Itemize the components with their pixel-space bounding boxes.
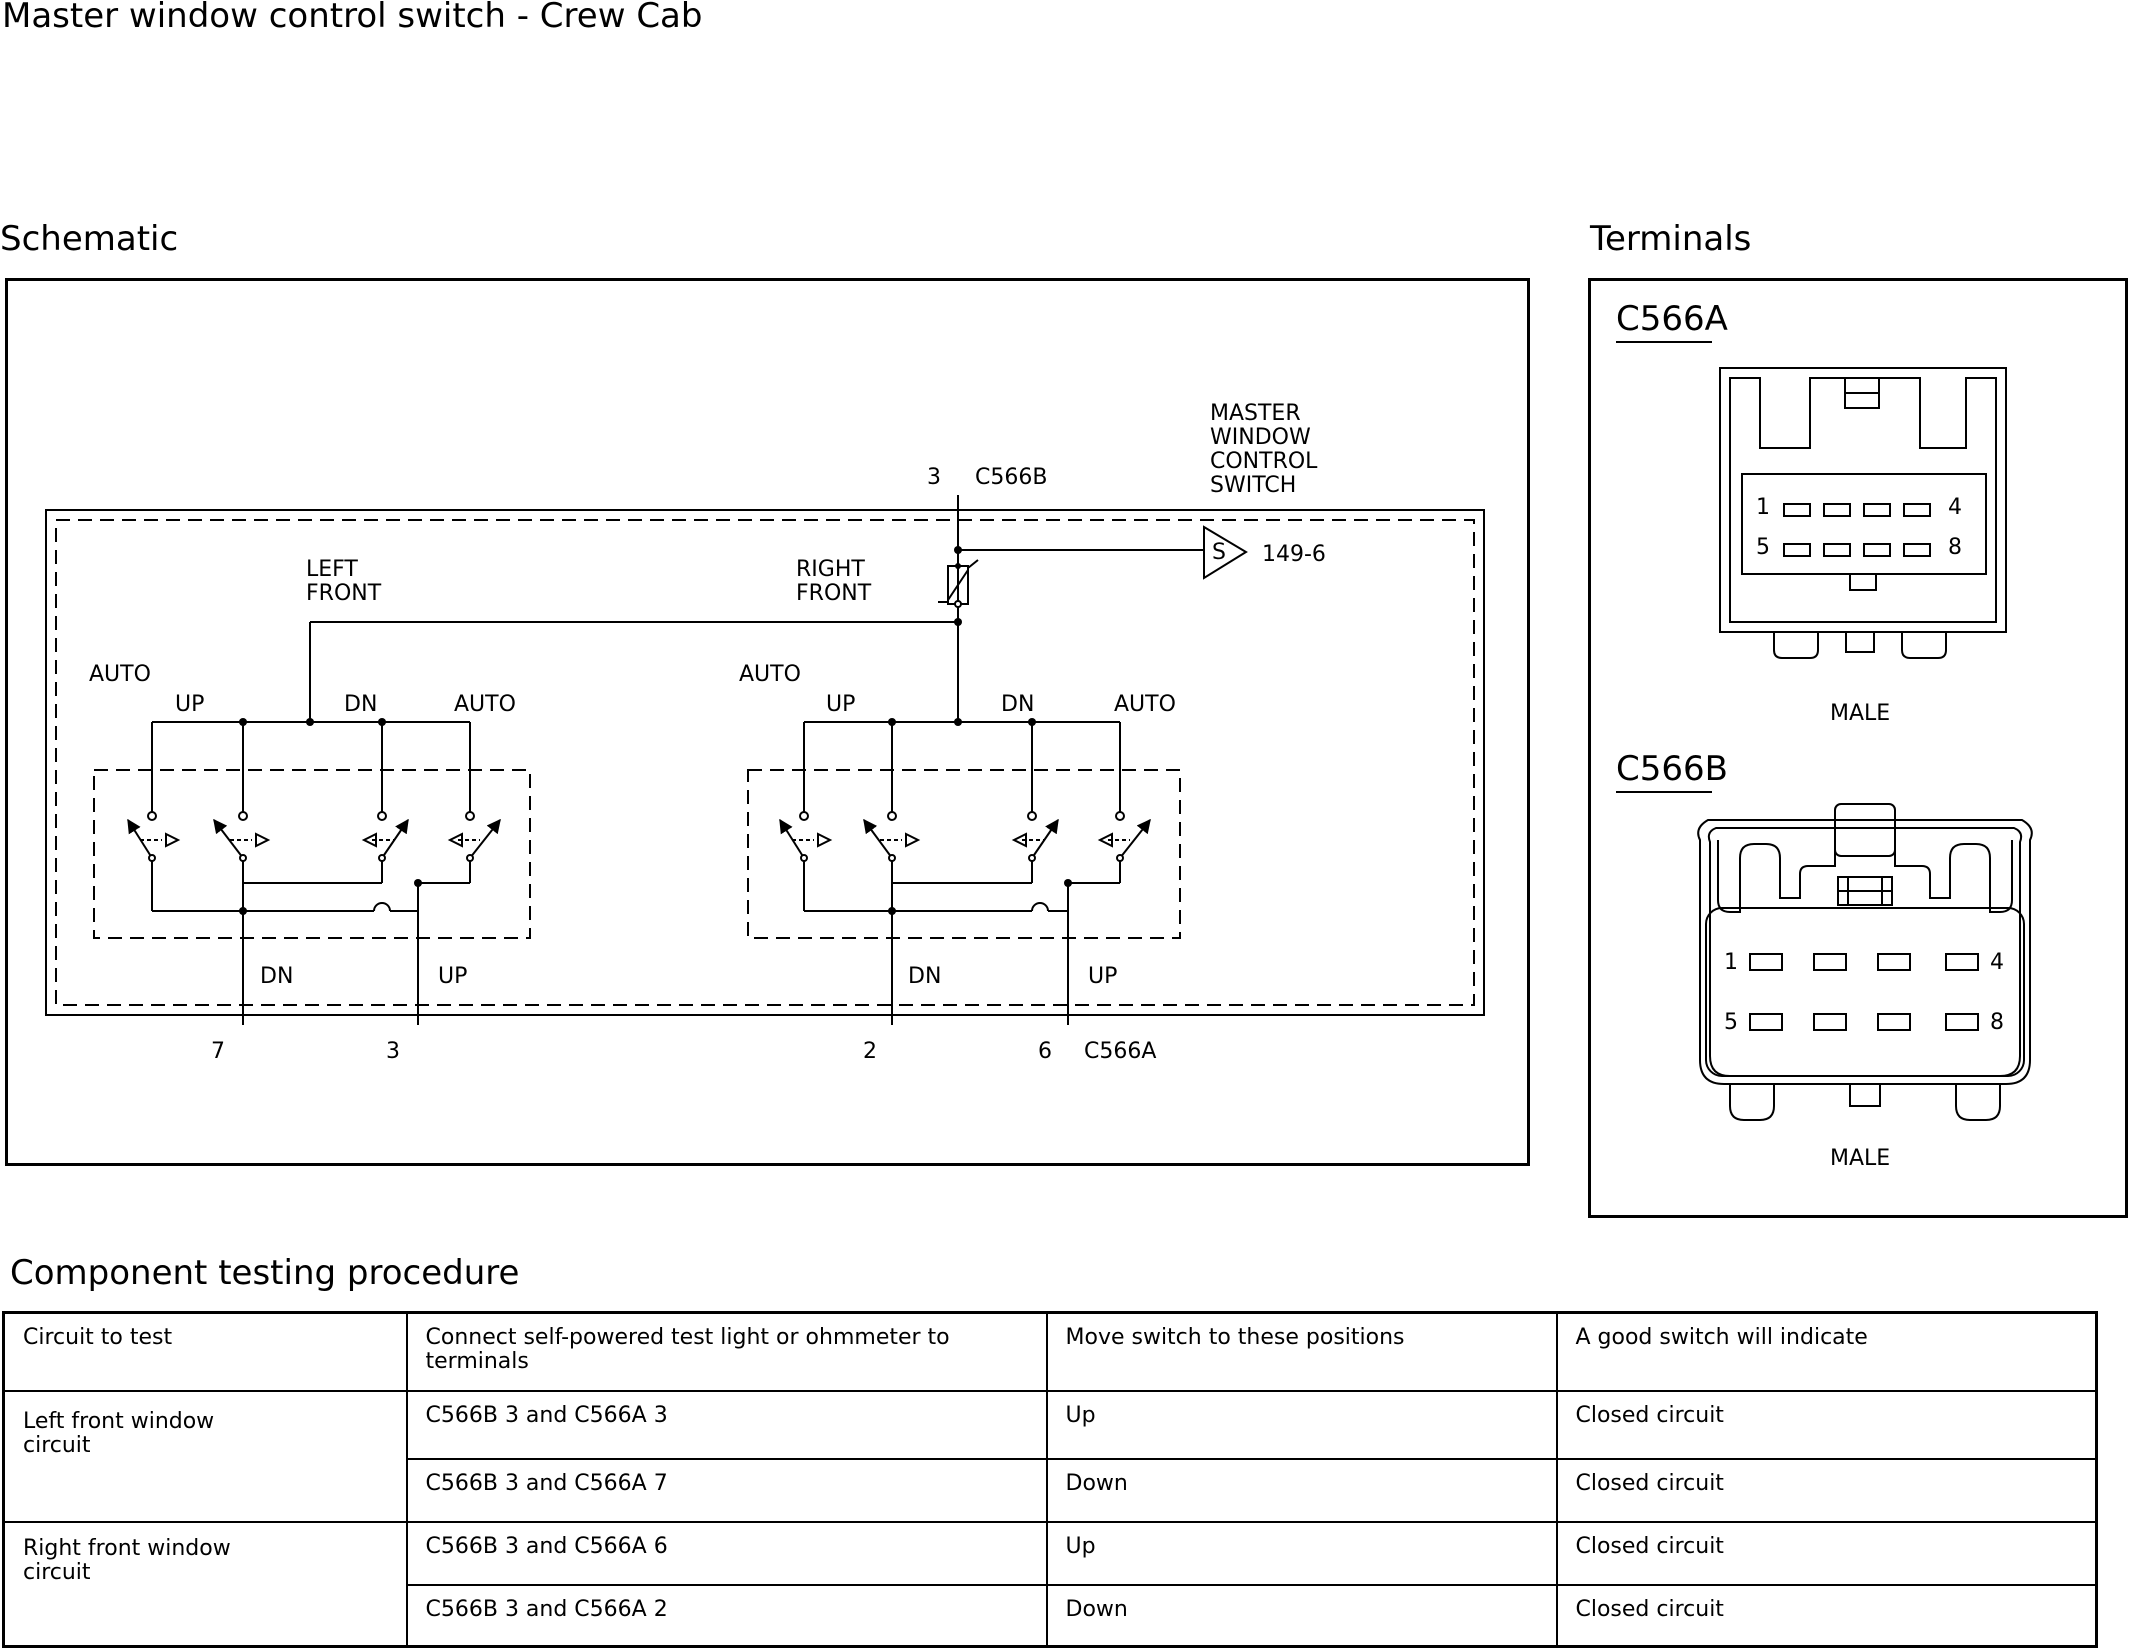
schematic-diagram: 3 C566B MASTER WINDOW CONTROL SWITCH S 1… xyxy=(45,401,1485,1064)
schematic-heading: Schematic xyxy=(0,219,179,259)
position-cell: Down xyxy=(1045,1457,1558,1523)
table-row: Right front window circuit C566B 3 and C… xyxy=(2,1520,2098,1648)
terminals-cell: C566B 3 and C566A 3 xyxy=(405,1389,1048,1460)
table-row: C566B 3 and C566A 2 Down Closed circuit xyxy=(4,1583,2098,1648)
terminals-cell: C566B 3 and C566A 2 xyxy=(405,1583,1048,1648)
c566a-pin-8: 8 xyxy=(1948,535,1962,560)
c566a-pin-1: 1 xyxy=(1756,495,1770,520)
left-up-out-label: UP xyxy=(438,964,467,989)
bottom-connector-label: C566A xyxy=(1084,1039,1156,1064)
right-front-label-2: FRONT xyxy=(796,581,872,606)
c566b-pin-1: 1 xyxy=(1724,950,1738,975)
left-switch-blades xyxy=(127,818,501,859)
result-cell: Closed circuit xyxy=(1555,1389,2098,1460)
right-up-label: UP xyxy=(826,692,855,717)
switch-label-line2: WINDOW xyxy=(1210,425,1311,450)
pin-6-label: 6 xyxy=(1038,1039,1052,1064)
left-auto-label: AUTO xyxy=(89,662,151,687)
pin-2-label: 2 xyxy=(863,1039,877,1064)
column-header: A good switch will indicate xyxy=(1555,1311,2098,1392)
result-cell: Closed circuit xyxy=(1555,1520,2098,1586)
c566b-pin-8: 8 xyxy=(1990,1010,2004,1035)
right-dn-out-label: DN xyxy=(908,964,941,989)
c566a-connector xyxy=(1719,367,2007,659)
right-dn-label: DN xyxy=(1001,692,1034,717)
terminals-cell: C566B 3 and C566A 7 xyxy=(405,1457,1048,1523)
left-auto-label-2: AUTO xyxy=(454,692,516,717)
c566b-gender: MALE xyxy=(1830,1146,1890,1171)
column-header: Move switch to these positions xyxy=(1045,1311,1558,1392)
switch-label-line4: SWITCH xyxy=(1210,473,1296,498)
left-dn-out-label: DN xyxy=(260,964,293,989)
pin-7-label: 7 xyxy=(211,1039,225,1064)
circuit-cell: Left front window circuit xyxy=(2,1389,408,1523)
terminals-cell: C566B 3 and C566A 6 xyxy=(405,1520,1048,1586)
switch-label-line1: MASTER xyxy=(1210,401,1301,426)
c566a-title: C566A xyxy=(1616,299,1728,339)
procedure-heading: Component testing procedure xyxy=(10,1253,520,1293)
c566b-pin-4: 4 xyxy=(1990,950,2004,975)
left-dn-label: DN xyxy=(344,692,377,717)
terminals-diagram: C566A 1 4 5 8 MALE C566B xyxy=(1616,299,2033,1171)
table-row: C566B 3 and C566A 7 Down Closed circuit xyxy=(4,1457,2098,1523)
left-front-label-1: LEFT xyxy=(306,557,358,582)
result-cell: Closed circuit xyxy=(1555,1457,2098,1523)
schematic-frame xyxy=(5,278,1530,1166)
c566a-gender: MALE xyxy=(1830,701,1890,726)
c566b-title: C566B xyxy=(1616,749,1728,789)
right-up-out-label: UP xyxy=(1088,964,1117,989)
left-front-label-2: FRONT xyxy=(306,581,382,606)
c566a-pin-5: 5 xyxy=(1756,535,1770,560)
column-header: Connect self-powered test light or ohmme… xyxy=(405,1311,1048,1392)
position-cell: Up xyxy=(1045,1520,1558,1586)
result-cell: Closed circuit xyxy=(1555,1583,2098,1648)
splice-ref: 149-6 xyxy=(1262,542,1326,567)
c566b-pin-5: 5 xyxy=(1724,1010,1738,1035)
right-front-label-1: RIGHT xyxy=(796,557,865,582)
right-auto-label-2: AUTO xyxy=(1114,692,1176,717)
c566b-connector xyxy=(1697,803,2033,1121)
terminals-heading: Terminals xyxy=(1590,219,1752,259)
splice-letter: S xyxy=(1212,540,1226,565)
top-connector-label: C566B xyxy=(975,465,1047,490)
circuit-cell: Right front window circuit xyxy=(2,1520,408,1648)
column-header: Circuit to test xyxy=(2,1311,408,1392)
table-header-row: Circuit to test Connect self-powered tes… xyxy=(2,1311,2098,1392)
terminals-frame xyxy=(1588,278,2128,1218)
pin-3-label: 3 xyxy=(386,1039,400,1064)
position-cell: Up xyxy=(1045,1389,1558,1460)
right-auto-label: AUTO xyxy=(739,662,801,687)
position-cell: Down xyxy=(1045,1583,1558,1648)
top-pin-label: 3 xyxy=(927,465,941,490)
procedure-table: Circuit to test Connect self-powered tes… xyxy=(2,1311,2098,1648)
switch-label-line3: CONTROL xyxy=(1210,449,1318,474)
table-row: Left front window circuit C566B 3 and C5… xyxy=(2,1389,2098,1523)
left-up-label: UP xyxy=(175,692,204,717)
c566a-pin-4: 4 xyxy=(1948,495,1962,520)
right-switch-blades xyxy=(779,818,1151,859)
page-title: Master window control switch - Crew Cab xyxy=(2,0,703,36)
